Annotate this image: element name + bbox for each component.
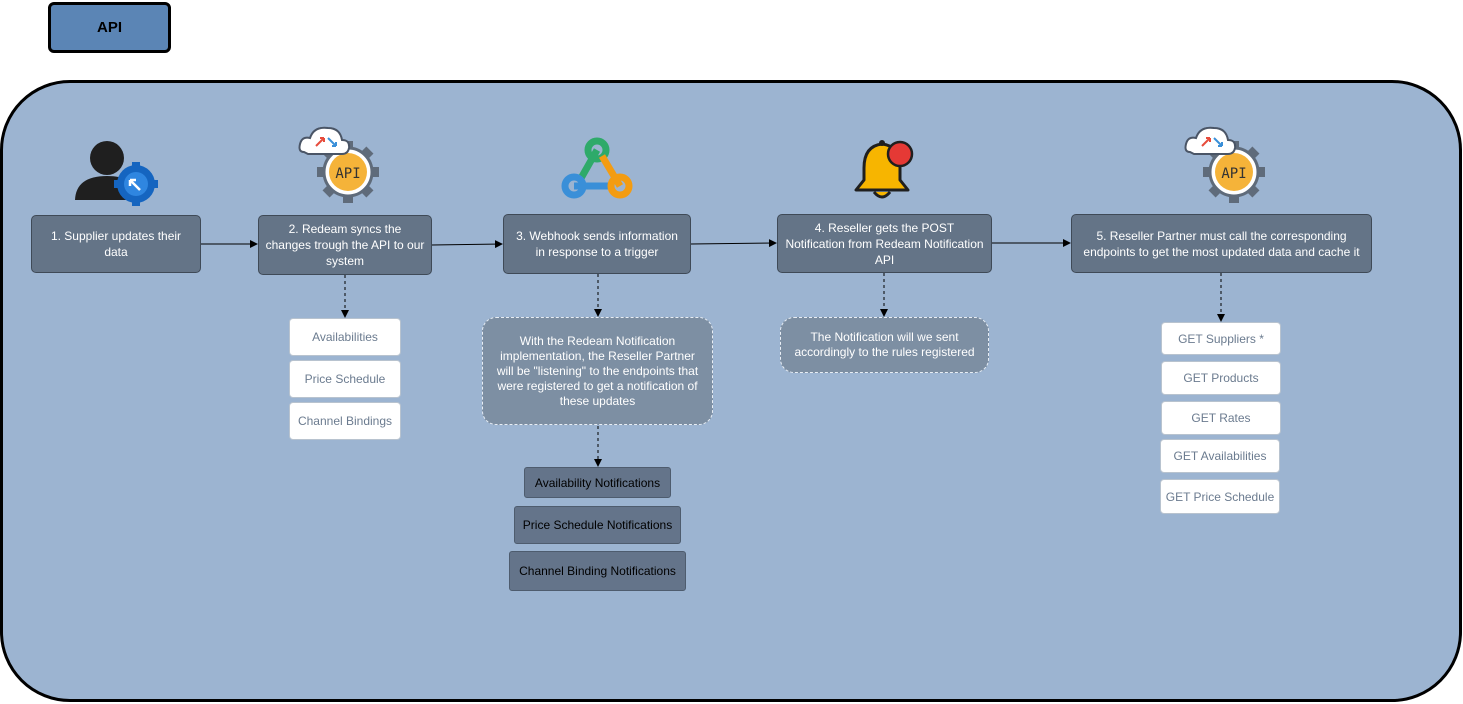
step-4-box: 4. Reseller gets the POST Notification f… <box>777 214 992 273</box>
api-cloud-gear-icon: API <box>298 126 379 203</box>
list-item-channel-bindings: Channel Bindings <box>289 402 401 440</box>
svg-text:API: API <box>335 166 360 182</box>
list-item-price-schedule-notifications: Price Schedule Notifications <box>514 506 681 544</box>
step-1-box: 1. Supplier updates their data <box>31 215 201 273</box>
api-cloud-gear-icon: API <box>1184 126 1265 203</box>
page-title: API <box>48 2 171 53</box>
arrow-2-3 <box>431 240 503 249</box>
step-2-box: 2. Redeam syncs the changes trough the A… <box>258 215 432 275</box>
list-item-channel-binding-notifications: Channel Binding Notifications <box>509 551 686 591</box>
list-item-get-availabilities: GET Availabilities <box>1160 439 1280 473</box>
bell-notification-icon <box>854 140 914 199</box>
step-5-box: 5. Reseller Partner must call the corres… <box>1071 214 1372 273</box>
notification-note: The Notification will we sent accordingl… <box>780 317 989 373</box>
list-item-get-products: GET Products <box>1161 361 1281 395</box>
list-item-availability-notifications: Availability Notifications <box>524 467 671 498</box>
list-item-get-suppliers: GET Suppliers * <box>1161 322 1281 355</box>
webhook-note: With the Redeam Notification implementat… <box>482 317 713 425</box>
arrow-3-4 <box>690 239 777 248</box>
svg-text:API: API <box>1221 166 1246 182</box>
list-item-availabilities: Availabilities <box>289 318 401 356</box>
webhook-icon <box>561 137 633 199</box>
list-item-price-schedule: Price Schedule <box>289 360 401 398</box>
step-3-box: 3. Webhook sends information in response… <box>503 214 691 274</box>
list-item-get-rates: GET Rates <box>1161 401 1281 435</box>
list-item-get-price-schedule: GET Price Schedule <box>1160 479 1280 514</box>
user-sync-icon <box>75 141 158 206</box>
